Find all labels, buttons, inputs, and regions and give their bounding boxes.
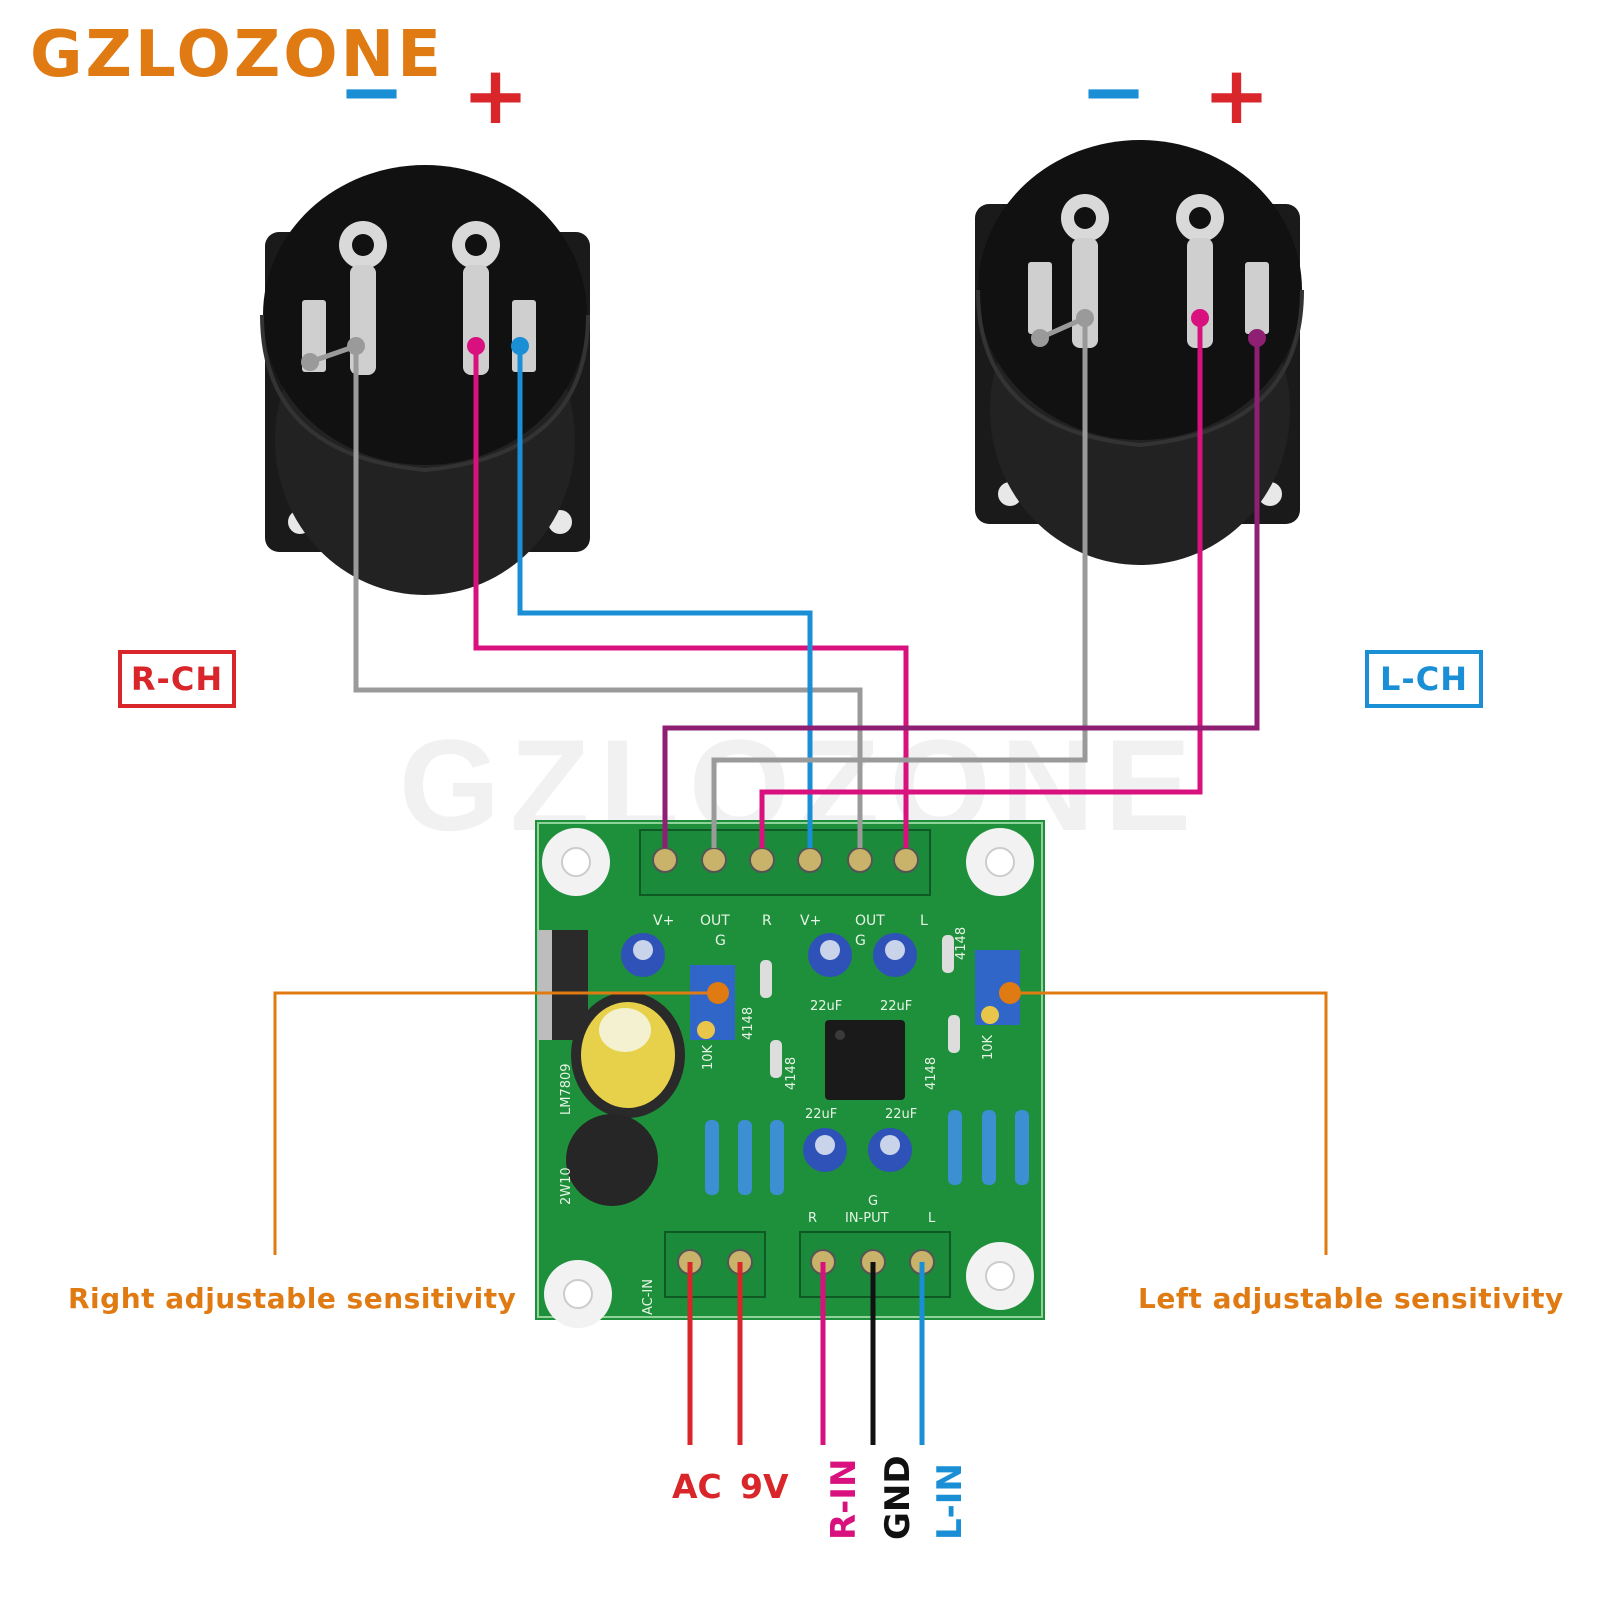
- pcb-label: 4148: [954, 927, 969, 960]
- pcb-label: 10K: [701, 1044, 716, 1070]
- leader-left: [1015, 991, 1328, 1255]
- wire-magenta-right: [473, 346, 909, 848]
- pcb-board: V+ OUT G R V+ OUT G L: [535, 820, 1045, 1328]
- wire-grey-left: [711, 314, 1088, 848]
- right-sensitivity-label: Right adjustable sensitivity: [68, 1282, 517, 1315]
- minus-sign-right: −: [338, 45, 406, 138]
- pcb-label: 10K: [981, 1034, 996, 1060]
- l-in-label: L-IN: [930, 1463, 970, 1540]
- pcb-label: V+: [653, 913, 674, 929]
- wire-grey-right: [309, 342, 863, 848]
- wire-purple-left: [662, 338, 1260, 848]
- pcb-label: G: [855, 933, 866, 949]
- pcb-label: OUT: [855, 913, 885, 929]
- voltage-label: 9V: [740, 1467, 789, 1506]
- plus-sign-left: +: [1203, 49, 1271, 142]
- left-sensitivity-label: Left adjustable sensitivity: [1138, 1282, 1564, 1315]
- minus-sign-left: −: [1080, 45, 1148, 138]
- ac-label: AC: [672, 1467, 722, 1506]
- pcb-label: R: [762, 913, 772, 929]
- pcb-label: G: [868, 1194, 878, 1209]
- pcb-label: AC-IN: [641, 1279, 656, 1315]
- pcb-label: 4148: [784, 1057, 799, 1090]
- pcb-label: LM7809: [559, 1063, 574, 1115]
- pcb-label: G: [715, 933, 726, 949]
- leader-right: [273, 991, 710, 1255]
- pcb-label: 22uF: [880, 999, 912, 1014]
- pcb-label: L: [920, 913, 928, 929]
- gnd-label: GND: [878, 1455, 918, 1540]
- brand-logo: GZLOZONE: [30, 18, 444, 92]
- pcb-label: R: [808, 1211, 817, 1226]
- pcb-label: IN-PUT: [845, 1211, 889, 1226]
- wire-magenta-left: [759, 318, 1203, 848]
- meter-left-channel: [975, 140, 1304, 565]
- r-in-label: R-IN: [824, 1458, 864, 1540]
- pcb-label: 22uF: [885, 1107, 917, 1122]
- channel-label-right: R-CH: [118, 650, 236, 708]
- pcb-label: OUT: [700, 913, 730, 929]
- pcb-label: 2W10: [559, 1167, 574, 1205]
- pcb-label: L: [928, 1211, 936, 1226]
- pcb-label: 22uF: [805, 1107, 837, 1122]
- pcb-label: 4148: [924, 1057, 939, 1090]
- meter-right-channel: [260, 165, 590, 595]
- pcb-label: V+: [800, 913, 821, 929]
- pcb-label: 4148: [741, 1007, 756, 1040]
- channel-label-left: L-CH: [1365, 650, 1483, 708]
- pcb-label: 22uF: [810, 999, 842, 1014]
- plus-sign-right: +: [462, 49, 530, 142]
